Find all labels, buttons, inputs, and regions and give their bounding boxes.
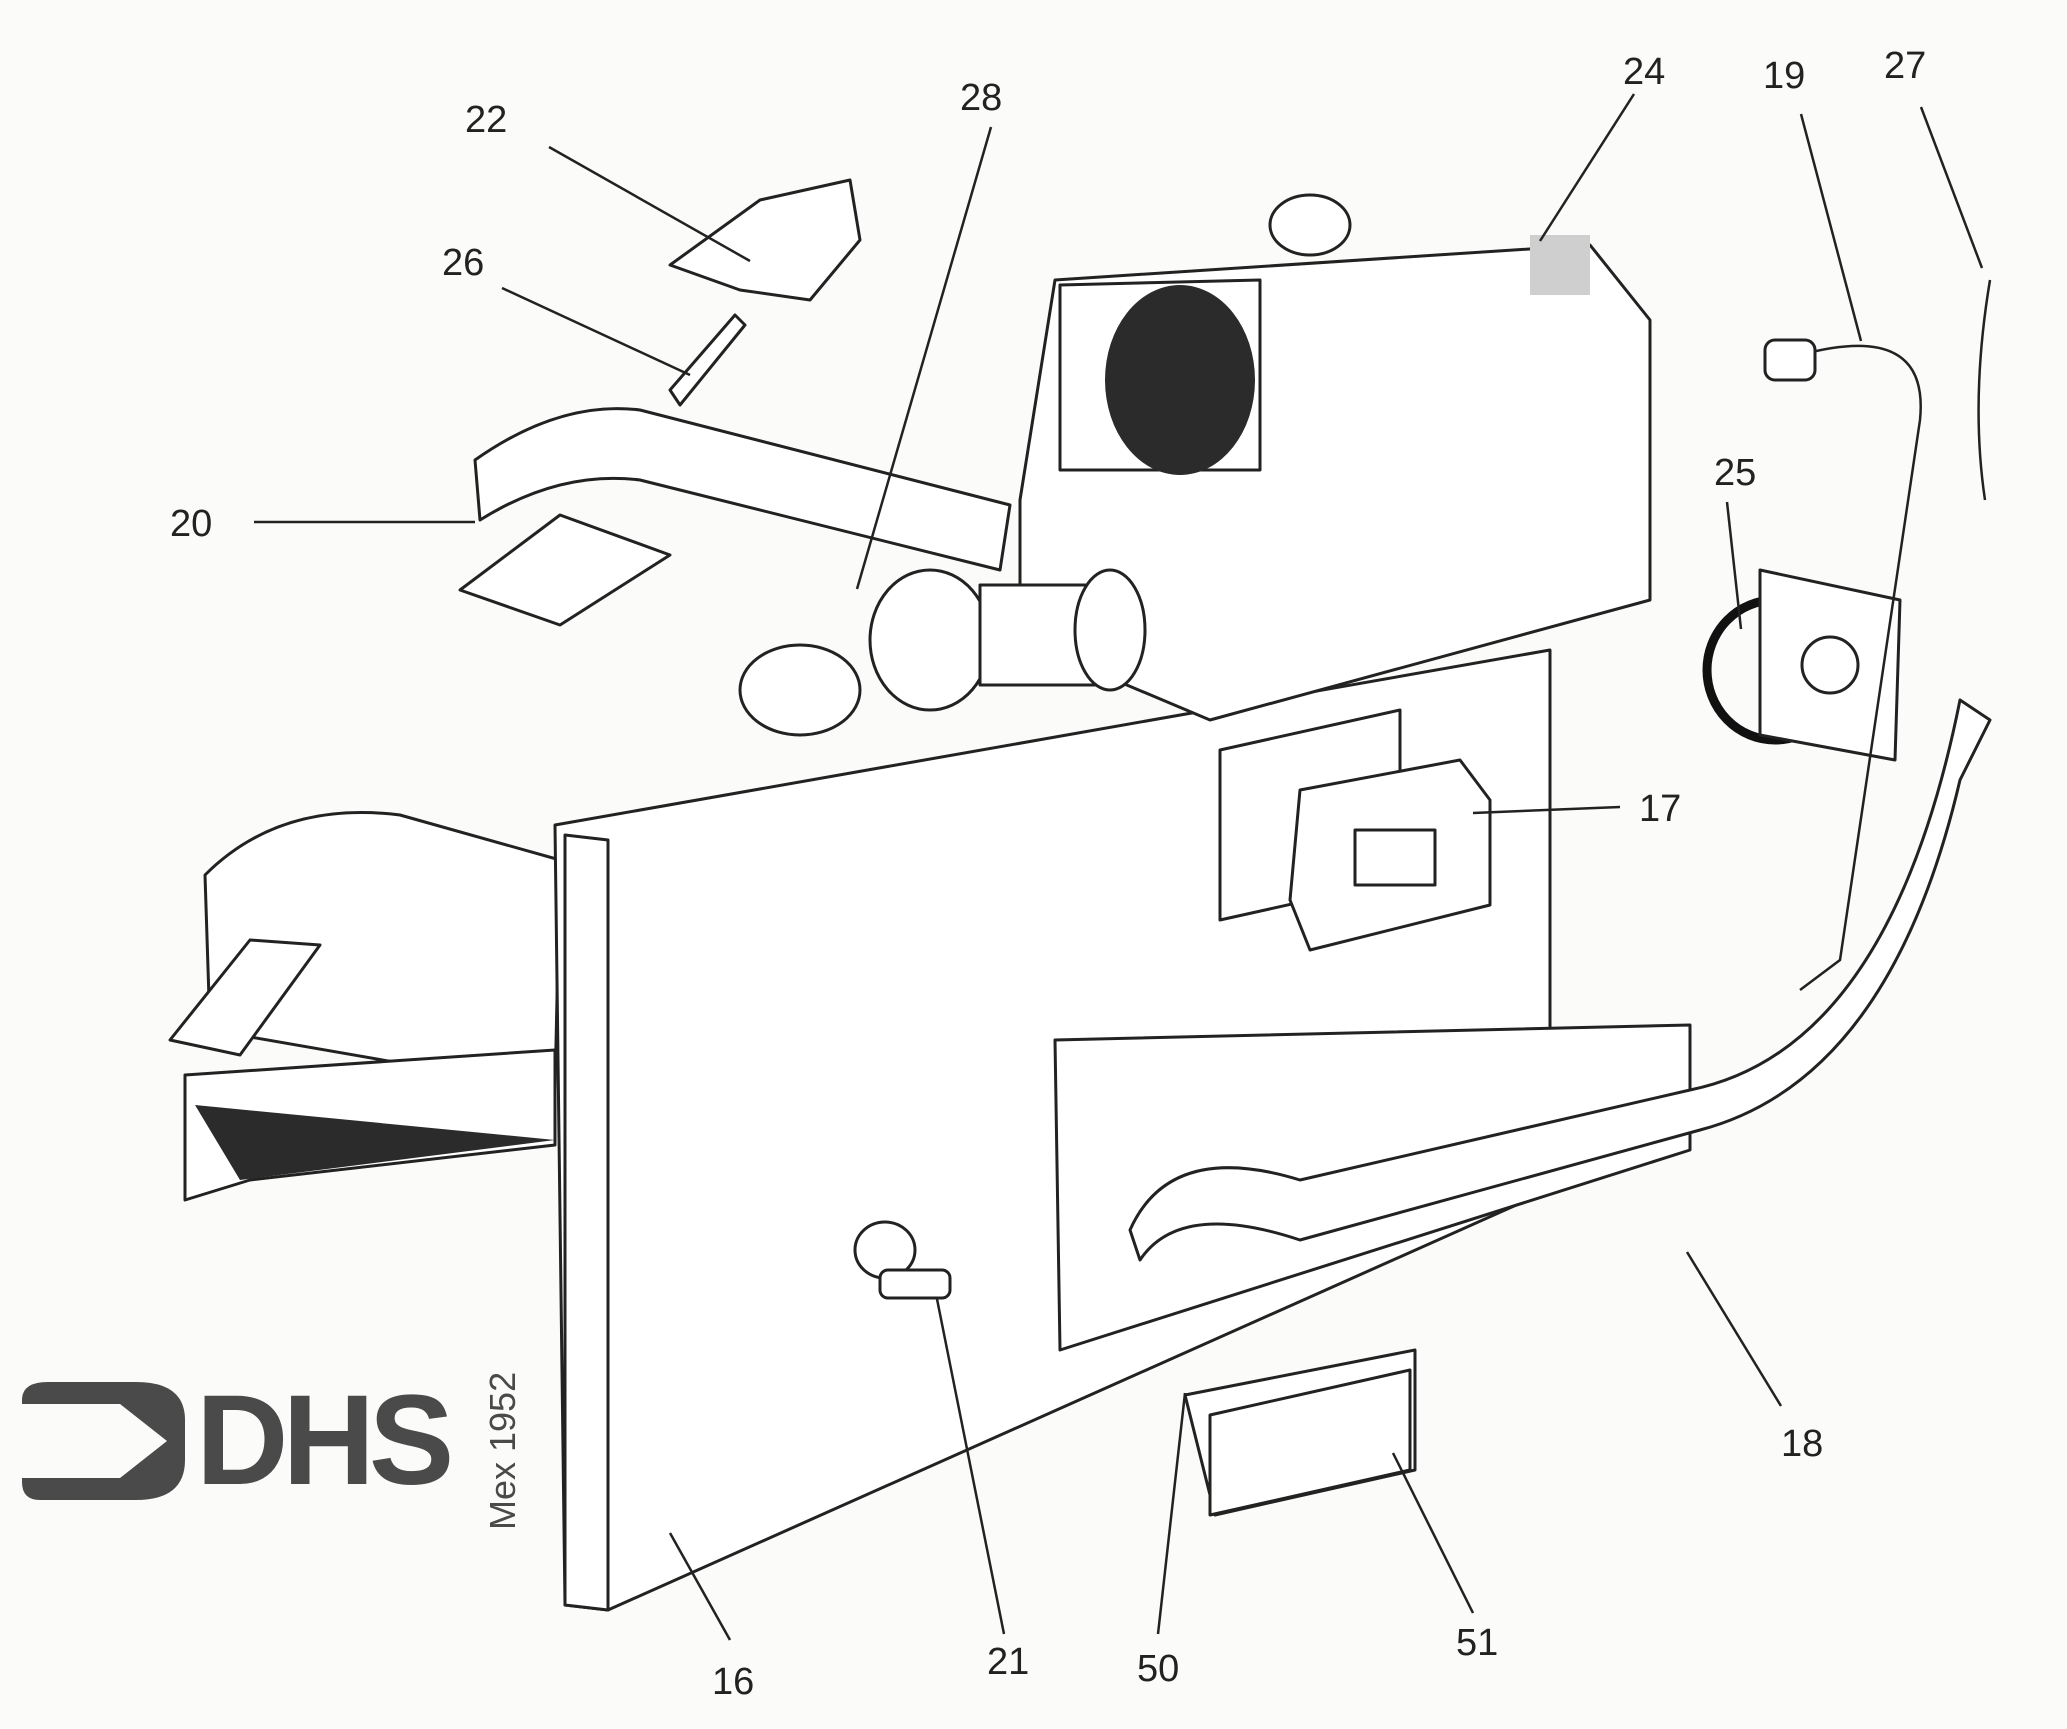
gasket-17 bbox=[1218, 708, 1492, 952]
label-26: 26 bbox=[442, 242, 484, 284]
label-27: 27 bbox=[1884, 45, 1926, 87]
flange-25 bbox=[1702, 568, 1902, 762]
gas-valve-24 bbox=[1018, 193, 1652, 722]
label-22: 22 bbox=[465, 99, 507, 141]
label-21: 21 bbox=[987, 1641, 1029, 1683]
burner-lower bbox=[168, 811, 562, 1202]
label-24: 24 bbox=[1623, 51, 1665, 93]
plate-51 bbox=[1183, 1348, 1417, 1517]
label-20: 20 bbox=[170, 503, 212, 545]
electrode-22 bbox=[668, 178, 862, 302]
label-51: 51 bbox=[1456, 1622, 1498, 1664]
label-50: 50 bbox=[1137, 1648, 1179, 1690]
thermocouple-19 bbox=[1763, 279, 1992, 991]
burner-upper bbox=[458, 407, 1012, 627]
label-25: 25 bbox=[1714, 452, 1756, 494]
dhs-logo: DHS Mex 1952 bbox=[22, 1369, 523, 1530]
label-17: 17 bbox=[1639, 788, 1681, 830]
arrow-logo-icon bbox=[22, 1382, 185, 1500]
logo-brand: DHS bbox=[196, 1369, 450, 1512]
connector-21 bbox=[853, 1220, 952, 1300]
label-19: 19 bbox=[1763, 55, 1805, 97]
leader-lines bbox=[254, 93, 1984, 1641]
label-18: 18 bbox=[1781, 1423, 1823, 1465]
logo-subtitle: Mex 1952 bbox=[482, 1372, 523, 1530]
label-16: 16 bbox=[712, 1661, 754, 1703]
electrode-26 bbox=[668, 313, 747, 407]
fitting-28 bbox=[738, 568, 1147, 737]
label-28: 28 bbox=[960, 77, 1002, 119]
pipe-18 bbox=[1053, 698, 1992, 1352]
